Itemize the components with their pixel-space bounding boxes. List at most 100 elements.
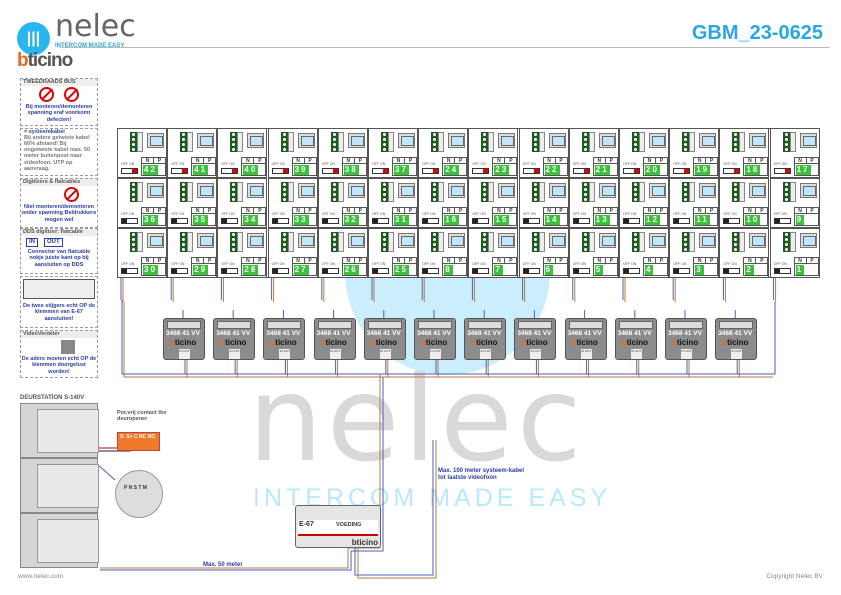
distributor-brand: bticino [471, 338, 498, 347]
monitor-screen-icon [649, 133, 666, 148]
terminal-label [689, 232, 696, 252]
dds-in-label: IN [26, 238, 38, 247]
monitor-screen-icon [799, 233, 817, 248]
terminal-label [488, 232, 495, 252]
monitor-address: 9 [795, 215, 805, 225]
terminal-label [739, 132, 746, 152]
termination-switch [321, 268, 339, 274]
footer-website[interactable]: www.nelec.com [18, 573, 64, 580]
switch-label: OFF ON [673, 212, 687, 216]
terminal-block [431, 182, 439, 202]
monitor-address: 15 [494, 215, 510, 225]
legend-digitizer-warning: Niet monteren/demonteren onder spanning … [21, 204, 97, 223]
switch-label: OFF ON [623, 262, 637, 266]
termination-switch [623, 268, 640, 274]
in-out-port: IN OUT [179, 349, 190, 359]
monitor-screen-icon [548, 233, 566, 248]
monitor-screen-icon [147, 183, 164, 198]
output-terminals [317, 321, 352, 329]
monitor-address: 20 [645, 165, 660, 175]
termination-switch [121, 168, 138, 174]
distributor-code: 3468 41 VV [617, 330, 652, 337]
distributor-code: 3468 41 VV [266, 330, 301, 337]
monitor-screen-icon [598, 133, 616, 148]
monitor-address: 21 [594, 165, 610, 175]
monitor-address: 34 [243, 215, 259, 225]
monitor-screen-icon [448, 133, 466, 148]
in-out-port: IN OUT [630, 349, 642, 359]
monitor-screen-icon [598, 183, 616, 198]
termination-switch [221, 168, 239, 174]
switch-label: OFF ON [221, 162, 235, 166]
switch-label: OFF ON [673, 162, 687, 166]
switch-label: OFF ON [623, 212, 637, 216]
switch-label: OFF ON [723, 212, 737, 216]
termination-switch [773, 268, 791, 274]
output-terminals [618, 321, 653, 329]
terminal-label [538, 232, 545, 252]
switch-label: OFF ON [221, 212, 235, 216]
power-supply-e67: E-67 VOEDING bticino [295, 505, 381, 548]
terminal-block [431, 232, 439, 252]
switch-label: OFF ON [572, 162, 587, 166]
monitor-address: 29 [193, 265, 209, 275]
terminal-label [388, 232, 394, 252]
terminal-block [230, 132, 238, 152]
terminal-block [180, 232, 188, 252]
monitor-address: 39 [293, 165, 309, 175]
terminal-block [682, 132, 690, 152]
terminal-block [581, 182, 589, 202]
terminal-block [632, 182, 639, 202]
terminal-label [789, 132, 796, 152]
riser-wire [357, 440, 437, 579]
e67-illustration [23, 279, 95, 299]
termination-switch [673, 168, 691, 174]
terminal-block [230, 232, 238, 252]
terminal-block [280, 232, 288, 252]
note-max-50: Max. 50 meter [203, 562, 243, 568]
footer-copyright: Copyright Nelec BV [766, 573, 823, 580]
switch-label: OFF ON [572, 262, 587, 266]
terminal-label [689, 132, 696, 152]
distributor-brand: bticino [170, 338, 197, 347]
monitor-screen-icon [799, 183, 817, 198]
terminal-block [732, 232, 740, 252]
termination-switch [623, 218, 640, 224]
switch-label: OFF ON [773, 212, 787, 216]
legend-e67-text: De twee stijgers echt OP de klemmen van … [22, 303, 96, 322]
termination-switch [623, 168, 640, 174]
